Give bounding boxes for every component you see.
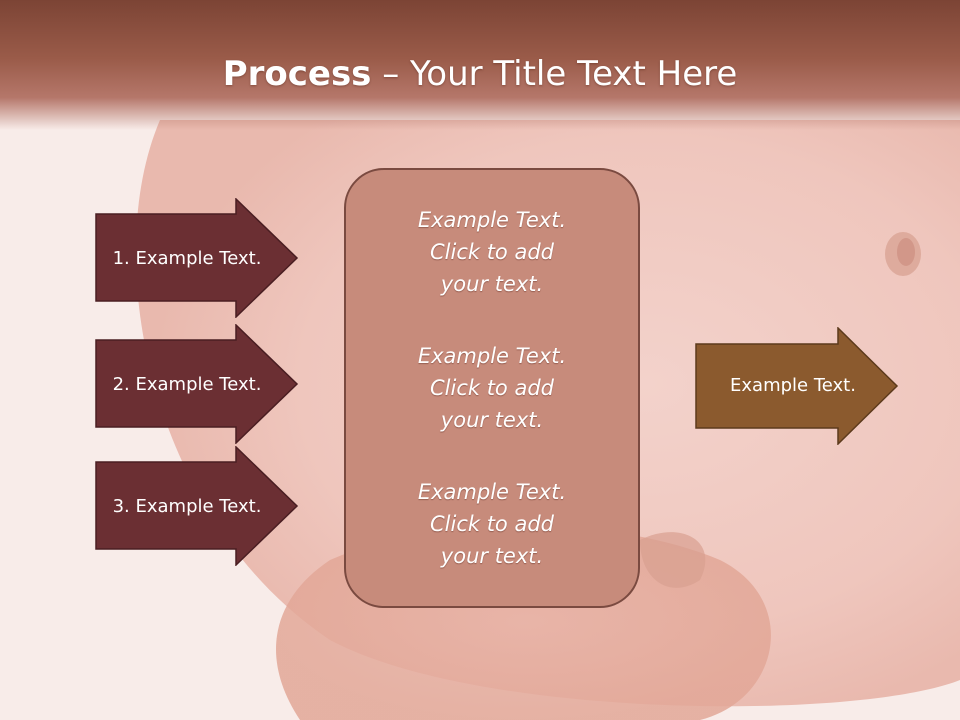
center-text-2[interactable]: Example Text. Click to add your text.: [417, 344, 567, 432]
step-arrow-2[interactable]: 2. Example Text.: [95, 324, 299, 444]
center-text-3[interactable]: Example Text. Click to add your text.: [417, 480, 567, 568]
step-arrow-1[interactable]: 1. Example Text.: [95, 198, 299, 318]
step-arrow-label: 1. Example Text.: [112, 247, 262, 269]
step-arrow-label: 2. Example Text.: [112, 373, 262, 395]
process-center-box[interactable]: Example Text. Click to add your text. Ex…: [344, 168, 640, 608]
slide-title[interactable]: Process – Your Title Text Here: [0, 52, 960, 96]
step-arrow-label: 3. Example Text.: [112, 495, 262, 517]
header-band: [0, 0, 960, 130]
center-text-1[interactable]: Example Text. Click to add your text.: [417, 208, 567, 296]
output-arrow[interactable]: Example Text.: [695, 327, 899, 445]
step-arrow-3[interactable]: 3. Example Text.: [95, 446, 299, 566]
output-arrow-label: Example Text.: [730, 374, 856, 396]
title-rest: – Your Title Text Here: [371, 54, 738, 94]
title-bold: Process: [222, 54, 372, 94]
